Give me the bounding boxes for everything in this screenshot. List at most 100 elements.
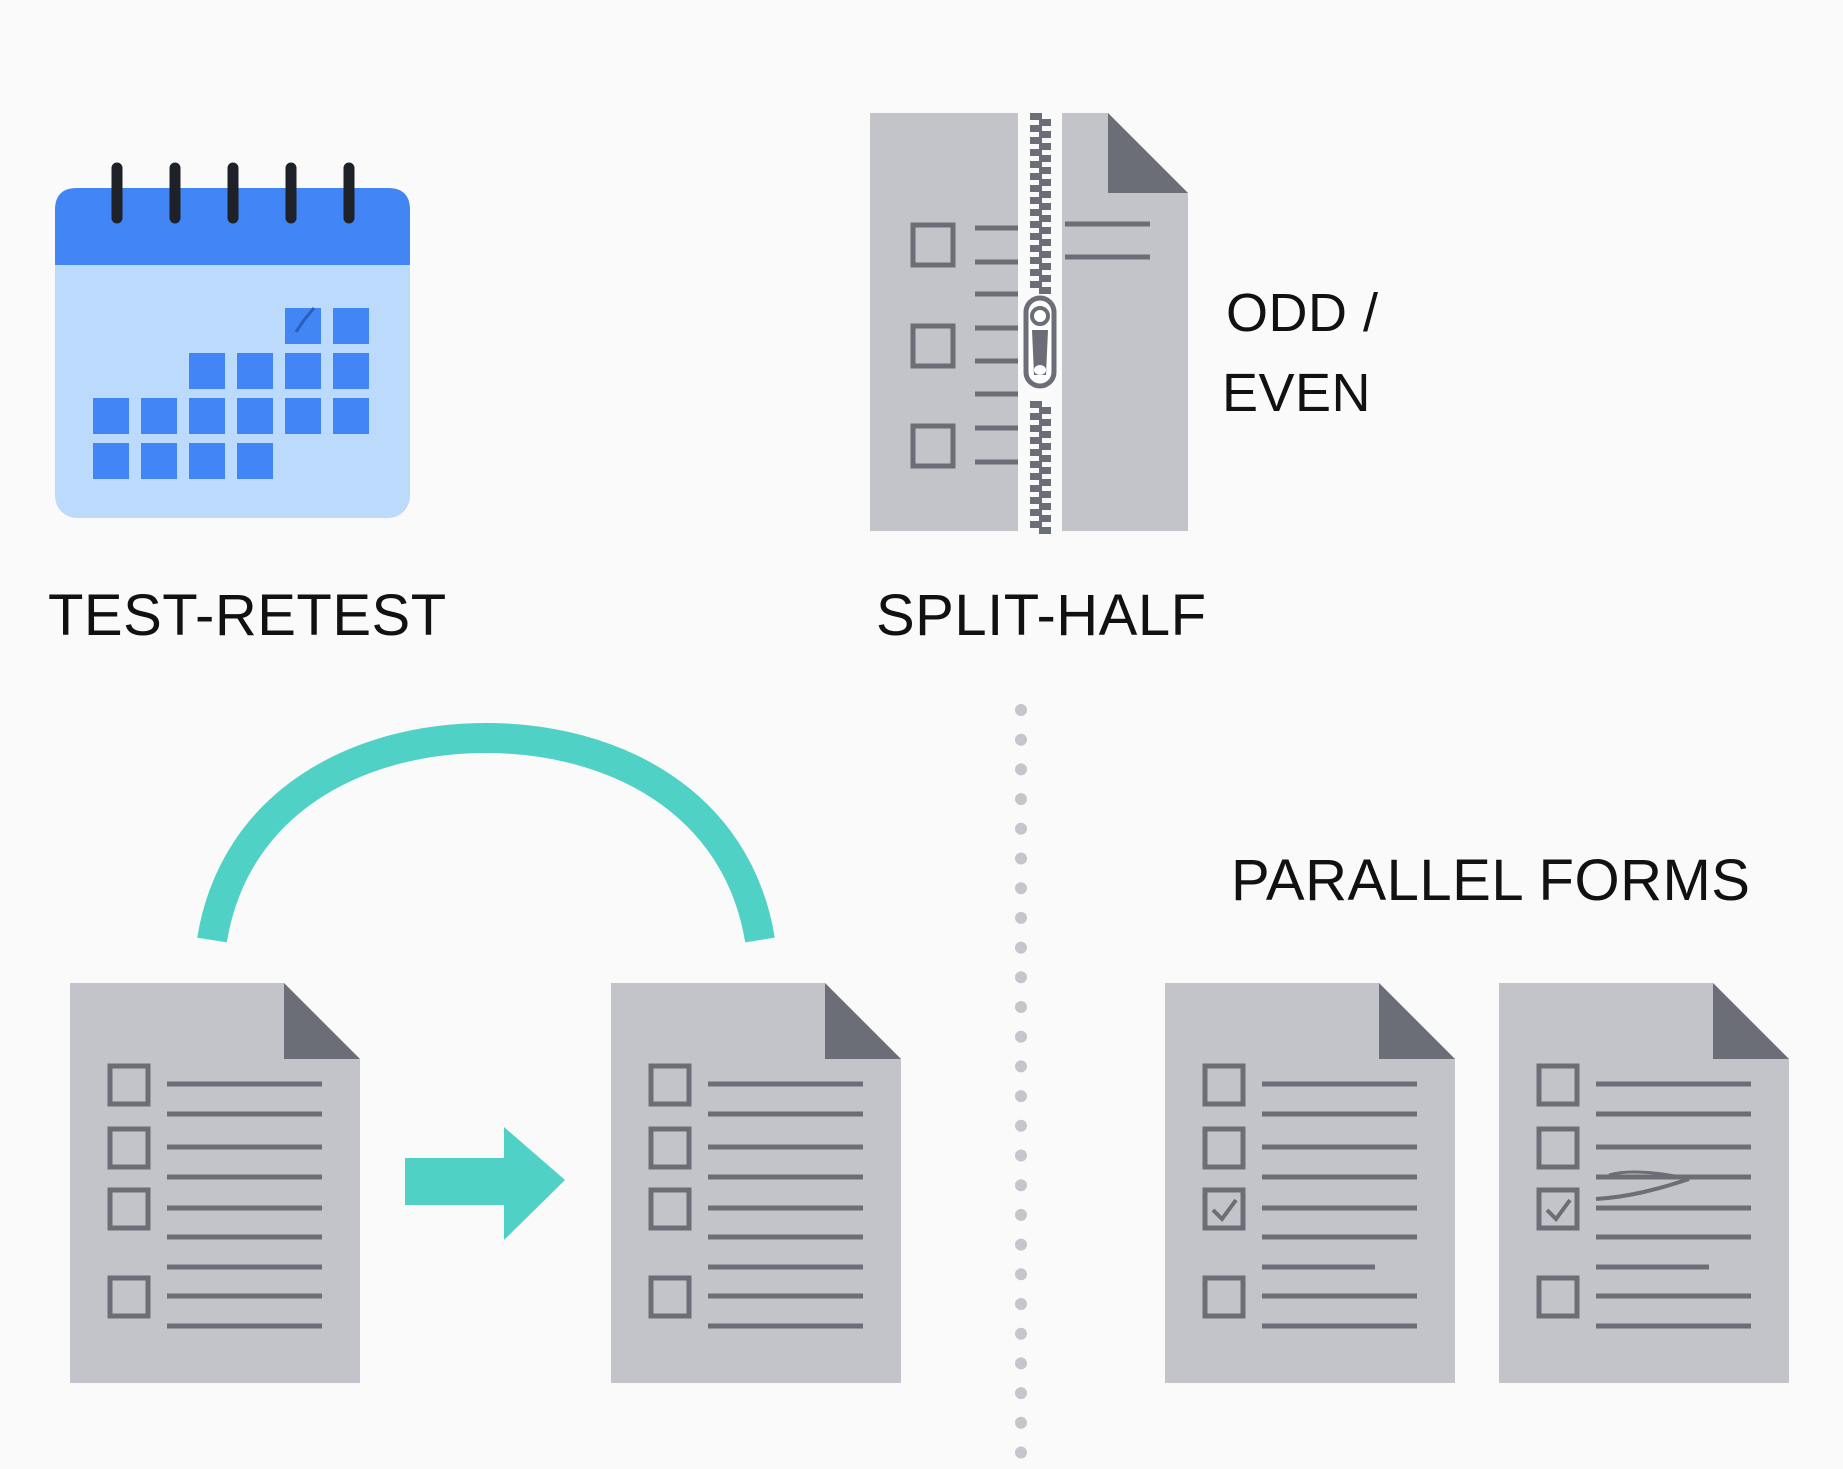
calendar-day-cell [237,443,273,479]
zipper-tooth [1039,515,1051,522]
divider-dot [1015,1446,1027,1459]
zipper-tooth [1030,161,1042,168]
zipper-tooth [1039,155,1051,162]
zipper-tooth [1039,443,1051,450]
zipper-tooth [1039,263,1051,270]
zipper-document-icon [870,113,1188,534]
zipper-tooth [1039,203,1051,210]
divider-dot [1015,1416,1027,1429]
zipper-tooth [1030,521,1042,528]
checkbox-icon [648,1187,692,1231]
checkbox-icon [1202,1275,1246,1319]
divider-dot [1015,704,1027,716]
zipper-tooth [1039,131,1051,138]
checkbox-icon [1536,1063,1580,1107]
calendar-day-cell [237,398,273,434]
zipper-tooth [1030,461,1042,468]
divider-dot [1015,1298,1027,1310]
zipper-tooth [1039,419,1051,426]
questionnaire-document-icon [1499,983,1789,1383]
zipper-tooth [1030,281,1042,288]
calendar-icon [55,162,410,518]
split-half-label: SPLIT-HALF [876,583,1207,648]
calendar-day-cell [189,443,225,479]
parallel-forms-label: PARALLEL FORMS [1231,848,1750,913]
divider-dot [1015,1030,1027,1043]
calendar-day-cell [141,443,177,479]
divider-dot [1015,882,1027,895]
zipper-tooth [1039,167,1051,174]
questionnaire-document-icon [70,983,360,1383]
zipper-tooth [1030,185,1042,192]
zipper-tooth [1039,179,1051,186]
right-arrow-icon [405,1127,565,1240]
odd-even-label-line1: ODD / [1226,283,1379,343]
checkbox-icon [648,1275,692,1319]
zipper-tooth [1030,149,1042,156]
divider-dot [1015,941,1027,954]
zipper-tooth [1039,119,1051,126]
zipper-tooth [1039,239,1051,246]
checkbox-icon [107,1275,151,1319]
zipper-tooth [1030,437,1042,444]
calendar-day-cell [333,353,369,389]
checkbox-icon [648,1063,692,1107]
zipper-tooth [1030,269,1042,276]
calendar-day-cell [333,398,369,434]
calendar-day-cell [141,398,177,434]
calendar-day-cell [93,398,129,434]
questionnaire-document-icon [611,983,901,1383]
zipper-tooth [1030,509,1042,516]
calendar-day-cell [285,353,321,389]
zipper-tooth [1039,407,1051,414]
checkbox-icon [1202,1063,1246,1107]
divider-dot [1015,1357,1027,1370]
zipper-tooth [1030,173,1042,180]
test-retest-label: TEST-RETEST [48,583,447,648]
zipper-tooth [1030,209,1042,216]
divider-dot [1015,852,1027,865]
calendar-day-cell [189,353,225,389]
zipper-tooth [1039,143,1051,150]
zipper-pull-icon [1023,295,1057,389]
zipper-tooth [1039,455,1051,462]
zipper-tooth [1039,215,1051,222]
divider-dot [1015,1387,1027,1400]
calendar-day-cell [333,308,369,344]
zipper-tooth [1039,227,1051,234]
divider-dot [1015,1208,1027,1221]
odd-even-label-line2: EVEN [1222,363,1371,423]
zipper-tooth [1039,479,1051,486]
zipper-tooth [1030,245,1042,252]
zipper-tooth [1039,251,1051,258]
zipper-tooth [1030,473,1042,480]
checkbox-icon [648,1126,692,1170]
zipper-tooth [1030,413,1042,420]
zipper-tooth [1039,275,1051,282]
divider-dot [1015,793,1027,806]
divider-dot [1015,822,1027,835]
calendar-day-cell [237,353,273,389]
zipper-tooth [1039,503,1051,510]
divider-dot [1015,971,1027,984]
calendar-day-cell [93,443,129,479]
zipper-tooth [1030,233,1042,240]
zipper-tooth [1030,449,1042,456]
checkbox-icon [107,1126,151,1170]
divider-dot [1015,911,1027,924]
zipper-tooth [1030,125,1042,132]
zipper-tooth [1030,401,1042,408]
zipper-tooth [1030,425,1042,432]
divider-dot [1015,1268,1027,1281]
checkbox-icon [1202,1126,1246,1170]
divider-dot [1015,1090,1027,1103]
zipper-tooth [1030,197,1042,204]
questionnaire-document-icon [1165,983,1455,1383]
divider-dot [1015,1149,1027,1162]
zipper-tooth [1039,287,1051,294]
divider-dot [1015,1238,1027,1251]
divider-dot [1015,1179,1027,1192]
divider-dots [1015,704,1027,1459]
checkbox-icon [1536,1187,1580,1231]
